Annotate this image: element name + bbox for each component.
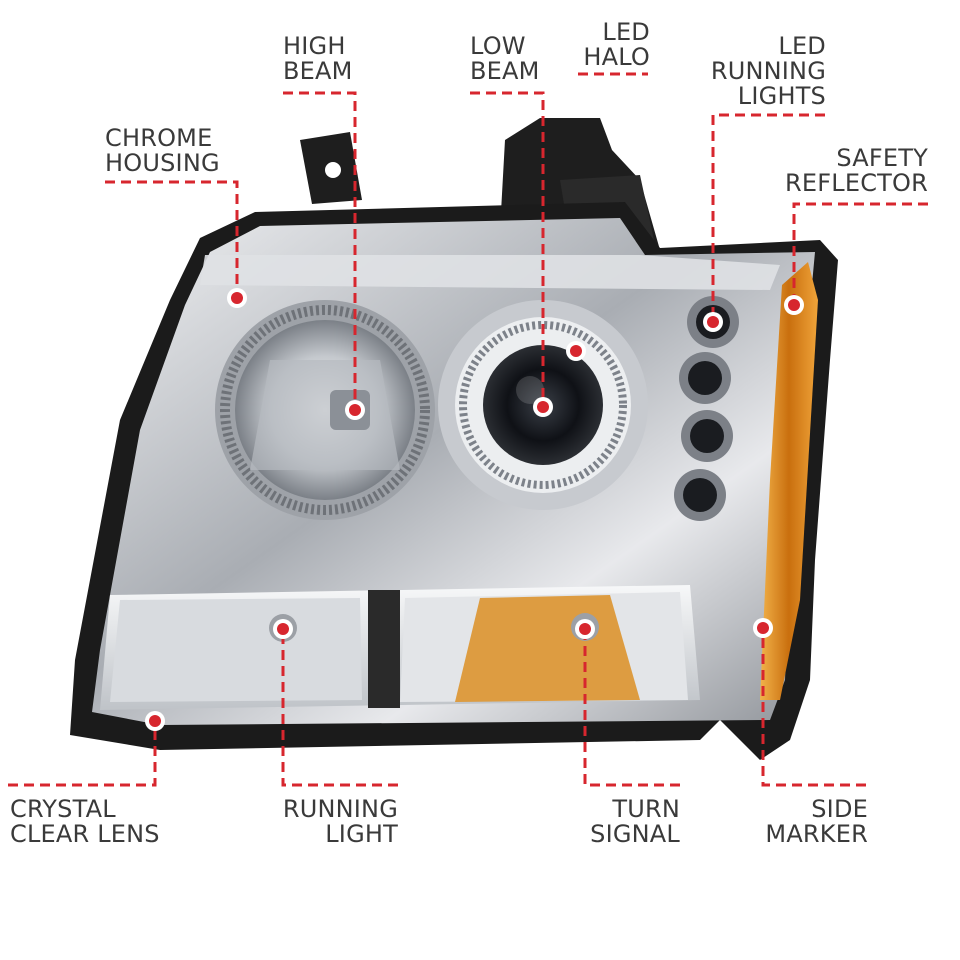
dot-chrome-housing: [227, 288, 247, 308]
dot-led-halo: [566, 341, 586, 361]
label-crystal-clear-lens: CRYSTAL CLEAR LENS: [10, 795, 160, 848]
label-turn-signal: TURN SIGNAL: [590, 795, 680, 848]
dot-turn-signal: [575, 619, 595, 639]
callout-line-crystal-clear-lens: [8, 721, 157, 787]
dot-low-beam: [533, 397, 553, 417]
lower-lamp-section: [100, 585, 700, 710]
label-safety-reflector: SAFETY REFLECTOR: [785, 144, 928, 197]
callout-lines: [8, 72, 928, 787]
dot-led-running-lights: [703, 312, 723, 332]
label-running-light: RUNNING LIGHT: [282, 795, 398, 848]
dot-high-beam: [345, 400, 365, 420]
callout-dots: [145, 288, 804, 731]
amber-reflector: [760, 262, 818, 700]
dot-crystal-clear-lens: [145, 711, 165, 731]
label-side-marker: SIDE MARKER: [765, 795, 868, 848]
label-chrome-housing: CHROME HOUSING: [105, 124, 220, 177]
dot-running-light: [273, 619, 293, 639]
callout-line-led-running-lights: [711, 113, 825, 322]
label-led-running-lights: LED RUNNING LIGHTS: [710, 32, 826, 110]
dot-safety-reflector: [784, 295, 804, 315]
label-low-beam: LOW BEAM: [470, 32, 540, 85]
callout-line-turn-signal: [583, 628, 680, 787]
callout-line-safety-reflector: [792, 202, 928, 305]
callout-line-running-light: [281, 630, 398, 787]
label-led-halo: LED HALO: [583, 18, 650, 71]
callout-line-high-beam: [283, 91, 357, 408]
dot-side-marker: [753, 618, 773, 638]
callout-line-side-marker: [761, 628, 866, 787]
high-beam-reflector: [215, 300, 435, 520]
callout-line-low-beam: [470, 91, 545, 405]
label-high-beam: HIGH BEAM: [283, 32, 353, 85]
callout-line-chrome-housing: [105, 180, 239, 298]
